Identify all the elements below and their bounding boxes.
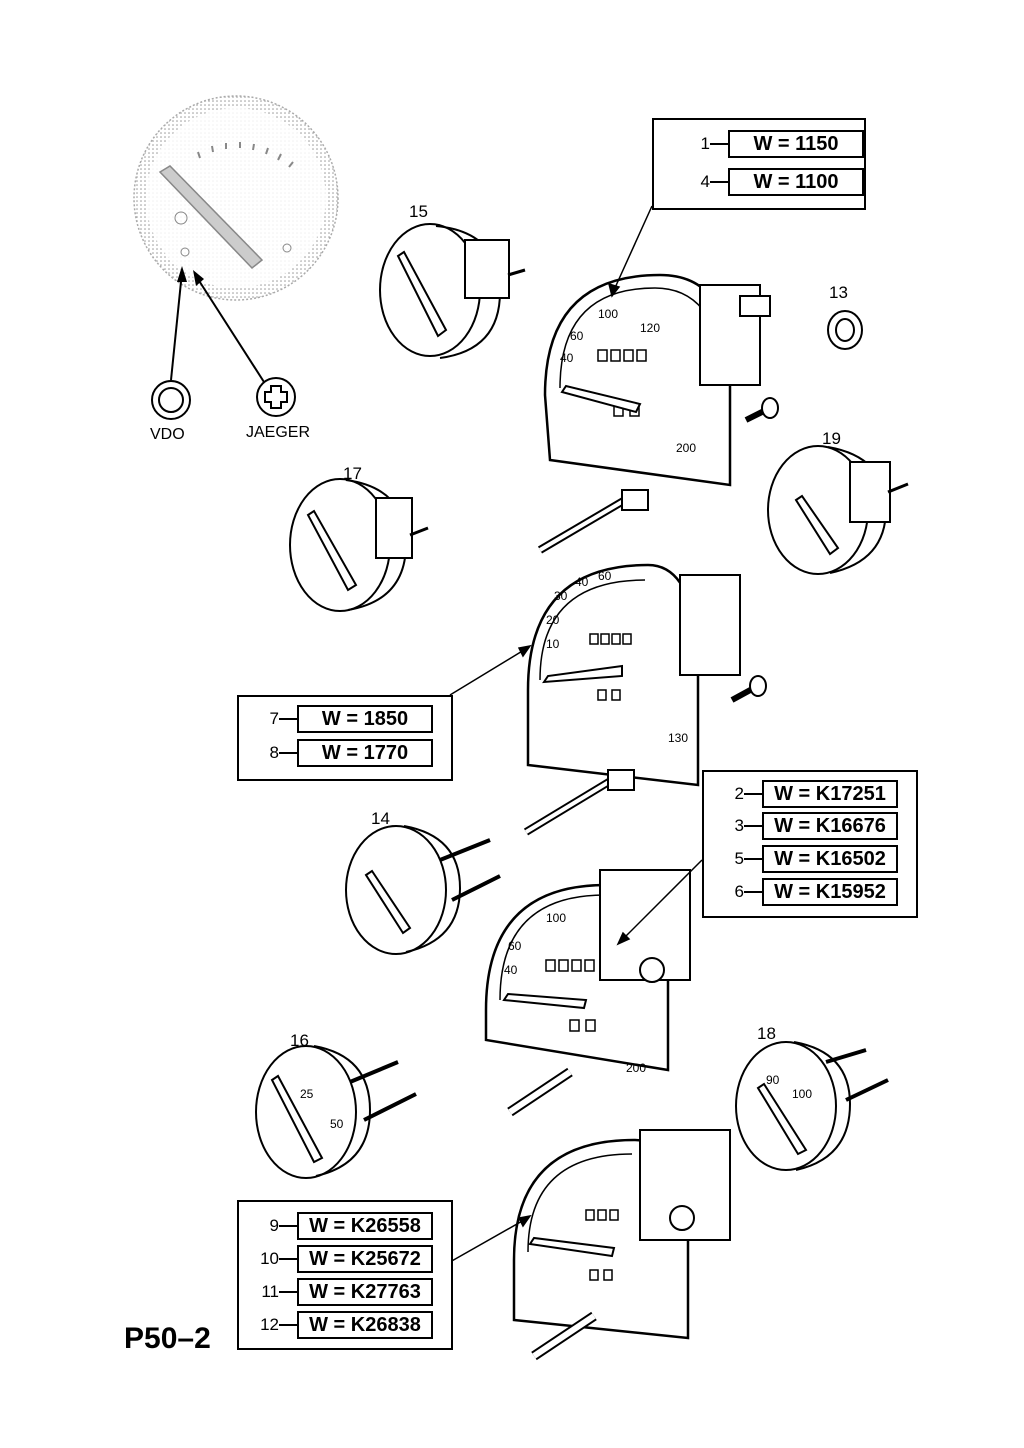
page-code: P50–2	[124, 1322, 211, 1355]
callout-number: 1	[700, 134, 710, 153]
callout-row: 11 W = K27763	[253, 1278, 433, 1306]
part-code: W = K16676	[762, 812, 898, 840]
part-label-13: 13	[829, 283, 848, 302]
callout-box-9-12: 9 W = K26558 10 W = K25672 11 W = K27763…	[237, 1200, 453, 1350]
callout-number: 3	[734, 816, 744, 835]
callout-row: 1 W = 1150	[684, 130, 864, 158]
callout-box-1-4: 1 W = 1150 4 W = 1100	[652, 118, 866, 210]
callout-number: 2	[734, 784, 744, 803]
clip-13-drawing	[827, 310, 863, 350]
callout-number: 7	[269, 709, 279, 728]
callout-row: 10 W = K25672	[253, 1245, 433, 1273]
callout-row: 4 W = 1100	[684, 168, 864, 196]
cable-upper-drawing	[537, 489, 649, 554]
callout-box-7-8: 7 W = 1850 8 W = 1770	[237, 695, 453, 781]
part-label-19: 19	[822, 429, 841, 448]
fuel-tick-25: 25	[300, 1087, 314, 1101]
kmh-tick-40: 40	[560, 351, 574, 365]
kmh-tick-100: 100	[598, 307, 618, 321]
callout-number: 9	[269, 1216, 279, 1235]
callout-number: 10	[260, 1249, 279, 1268]
speedo-kmh-top-drawing: 100 60 40 120 200	[543, 273, 771, 487]
callout-row: 12 W = K26838	[253, 1311, 433, 1339]
speedo-kmh-lower-drawing: 100 60 40 200	[484, 869, 691, 1075]
fuel-tick-50: 50	[330, 1117, 344, 1131]
kmh-lower-tick-60: 60	[508, 939, 522, 953]
mph-tick-130: 130	[668, 731, 688, 745]
callout-row: 6 W = K15952	[718, 878, 898, 906]
part-label-14: 14	[371, 809, 390, 828]
vdo-symbol	[151, 266, 191, 420]
gauge-15-drawing	[379, 223, 526, 359]
callout-number: 6	[734, 882, 744, 901]
part-code: W = 1150	[728, 130, 864, 158]
mph-tick-60: 60	[598, 569, 612, 583]
gauge-19-drawing	[767, 445, 909, 575]
kmh-tick-60: 60	[570, 329, 584, 343]
temp-tick-100: 100	[792, 1087, 812, 1101]
gauge-17-drawing	[289, 478, 429, 612]
part-code: W = K17251	[762, 780, 898, 808]
kmh-tick-200: 200	[676, 441, 696, 455]
part-label-17: 17	[343, 464, 362, 483]
mph-tick-10: 10	[546, 637, 560, 651]
kmh-lower-tick-100: 100	[546, 911, 566, 925]
callout-row: 2 W = K17251	[718, 780, 898, 808]
mph-tick-20: 20	[546, 613, 560, 627]
speedo-mph-lower-drawing	[512, 1129, 731, 1340]
callout-number: 5	[734, 849, 744, 868]
part-code: W = K26558	[297, 1212, 433, 1240]
callout-row: 8 W = 1770	[253, 739, 433, 767]
kmh-tick-120: 120	[640, 321, 660, 335]
part-code: W = 1100	[728, 168, 864, 196]
mph-tick-40: 40	[575, 575, 589, 589]
vdo-label: VDO	[150, 426, 185, 443]
part-code: W = K25672	[297, 1245, 433, 1273]
callout-number: 11	[261, 1282, 279, 1301]
gauge-18-drawing: 90 100	[735, 1041, 889, 1171]
part-label-18: 18	[757, 1024, 776, 1043]
cable-middle-drawing	[523, 769, 635, 836]
part-code: W = K27763	[297, 1278, 433, 1306]
temp-tick-90: 90	[766, 1073, 780, 1087]
screw-drawing-lower	[730, 675, 767, 703]
callout-box-2-3-5-6: 2 W = K17251 3 W = K16676 5 W = K16502 6…	[702, 770, 918, 918]
detail-gauge-dotted	[133, 95, 339, 301]
part-code: W = K16502	[762, 845, 898, 873]
part-code: W = 1850	[297, 705, 433, 733]
kmh-lower-tick-200: 200	[626, 1061, 646, 1075]
callout-row: 3 W = K16676	[718, 812, 898, 840]
part-code: W = K15952	[762, 878, 898, 906]
callout-row: 7 W = 1850	[253, 705, 433, 733]
speedo-mph-upper-drawing: 10 20 30 40 60 130	[526, 563, 741, 787]
part-label-16: 16	[290, 1031, 309, 1050]
cable-bottom-drawing	[531, 1311, 597, 1361]
callout-number: 4	[700, 172, 710, 191]
jaeger-symbol	[193, 270, 296, 417]
part-code: W = 1770	[297, 739, 433, 767]
cable-lower-drawing	[507, 1067, 573, 1117]
gauge-14-drawing	[345, 825, 501, 955]
callout-row: 5 W = K16502	[718, 845, 898, 873]
leader-lines	[449, 205, 703, 1263]
screw-drawing-upper	[744, 397, 779, 423]
part-code: W = K26838	[297, 1311, 433, 1339]
callout-number: 12	[260, 1315, 279, 1334]
callout-row: 9 W = K26558	[253, 1212, 433, 1240]
gauge-16-drawing: 25 50	[255, 1045, 417, 1179]
callout-number: 8	[269, 743, 279, 762]
part-label-15: 15	[409, 202, 428, 221]
kmh-lower-tick-40: 40	[504, 963, 518, 977]
mph-tick-30: 30	[554, 589, 568, 603]
jaeger-label: JAEGER	[246, 424, 311, 441]
